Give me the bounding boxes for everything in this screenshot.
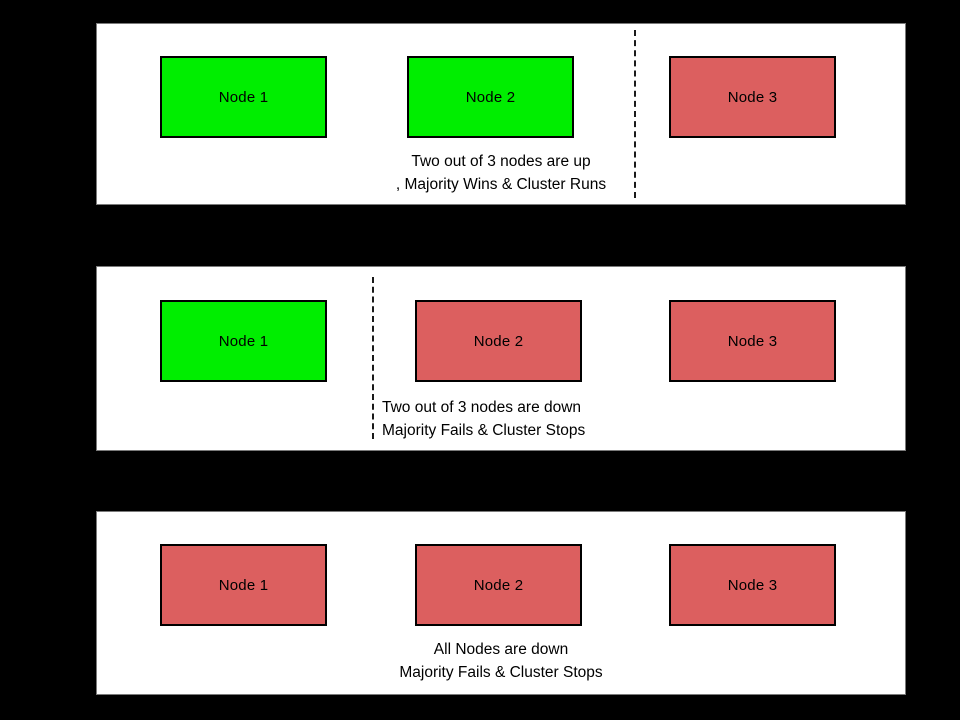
caption-line-2: Majority Fails & Cluster Stops: [382, 422, 586, 439]
scenario-panel-two-nodes-down: Node 1 Node 2 Node 3 Two out of 3 nodes …: [96, 266, 906, 451]
node-box-panel1-node3[interactable]: Node 3: [669, 56, 836, 138]
node-box-panel2-node2[interactable]: Node 2: [415, 300, 582, 382]
caption-panel2: Two out of 3 nodes are down Majority Fai…: [382, 396, 585, 442]
node-box-panel1-node2[interactable]: Node 2: [407, 56, 574, 138]
node-label: Node 3: [727, 332, 778, 350]
node-label: Node 1: [218, 332, 269, 350]
node-label: Node 2: [473, 332, 524, 350]
node-label: Node 2: [473, 576, 524, 594]
node-box-panel1-node1[interactable]: Node 1: [160, 56, 327, 138]
partition-divider-panel1: [634, 30, 636, 198]
partition-divider-panel2: [372, 277, 374, 439]
node-box-panel3-node2[interactable]: Node 2: [415, 544, 582, 626]
node-box-panel3-node1[interactable]: Node 1: [160, 544, 327, 626]
node-label: Node 3: [727, 576, 778, 594]
caption-panel1: Two out of 3 nodes are up , Majority Win…: [97, 150, 905, 196]
caption-line-2: , Majority Wins & Cluster Runs: [395, 176, 607, 193]
caption-line-1: Two out of 3 nodes are down: [382, 399, 582, 416]
scenario-panel-one-node-down: Node 1 Node 2 Node 3 Two out of 3 nodes …: [96, 23, 906, 205]
scenario-panel-all-nodes-down: Node 1 Node 2 Node 3 All Nodes are down …: [96, 511, 906, 695]
caption-line-1: Two out of 3 nodes are up: [411, 153, 591, 170]
node-box-panel3-node3[interactable]: Node 3: [669, 544, 836, 626]
node-label: Node 2: [465, 88, 516, 106]
caption-panel3: All Nodes are down Majority Fails & Clus…: [97, 638, 905, 684]
caption-line-1: All Nodes are down: [433, 641, 569, 658]
node-label: Node 3: [727, 88, 778, 106]
node-label: Node 1: [218, 88, 269, 106]
node-box-panel2-node3[interactable]: Node 3: [669, 300, 836, 382]
node-box-panel2-node1[interactable]: Node 1: [160, 300, 327, 382]
node-label: Node 1: [218, 576, 269, 594]
caption-line-2: Majority Fails & Cluster Stops: [399, 664, 603, 681]
